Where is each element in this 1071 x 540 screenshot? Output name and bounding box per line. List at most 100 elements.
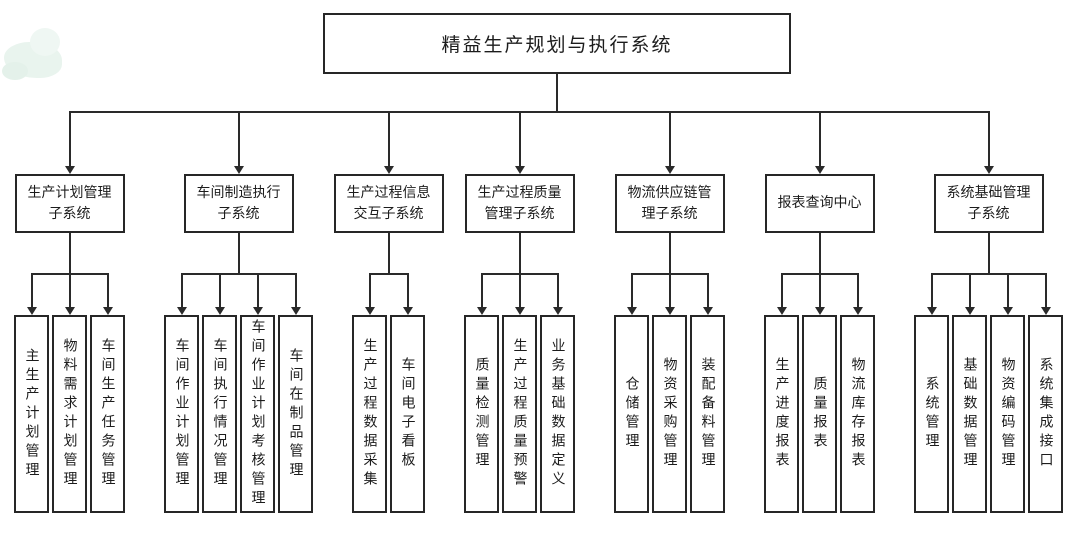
connector-line	[856, 273, 859, 308]
module-node: 车间执行情况管理	[202, 315, 237, 513]
module-node-label: 业务基础数据定义	[549, 338, 566, 490]
arrowhead-icon	[514, 166, 525, 174]
connector-line	[630, 273, 633, 308]
connector-line	[518, 111, 521, 166]
module-node-label: 生产过程质量预警	[511, 338, 528, 490]
connector-line	[556, 74, 558, 113]
subsystem-node: 生产过程质量 管理子系统	[464, 174, 575, 233]
connector-line	[930, 273, 933, 308]
module-row: 质量检测管理 生产过程质量预警 业务基础数据定义	[464, 315, 575, 513]
module-node-label: 基础数据管理	[961, 357, 978, 471]
arrowhead-icon	[702, 307, 713, 315]
module-row: 仓储管理物资采购管理 装配备料管理	[614, 315, 725, 513]
connector-line	[406, 273, 409, 308]
module-node: 质量检测管理	[464, 315, 499, 513]
connector-line	[368, 273, 371, 308]
connector-line	[369, 273, 408, 275]
module-node: 生产过程数据采集	[352, 315, 387, 513]
module-node: 车间作业计划考核管理	[240, 315, 275, 513]
arrowhead-icon	[64, 307, 75, 315]
module-node: 基础数据管理	[952, 315, 987, 513]
module-node-label: 生产过程数据采集	[361, 338, 378, 490]
module-node-label: 装配备料管理	[699, 357, 716, 471]
module-node-label: 车间生产任务管理	[99, 338, 116, 490]
connector-line	[480, 273, 483, 308]
module-node: 生产进度报表	[764, 315, 799, 513]
subsystem-column: 物流供应链管 理子系统仓储管理物资采购管理装配备料管理	[614, 174, 725, 513]
connector-line	[181, 273, 296, 275]
module-node-label: 车间在制品管理	[287, 347, 304, 481]
connector-line	[180, 273, 183, 308]
module-node-label: 车间作业计划考核管理	[249, 319, 266, 509]
arrowhead-icon	[626, 307, 637, 315]
arrowhead-icon	[214, 307, 225, 315]
connector-line	[518, 233, 521, 275]
subsystem-column: 生产计划管理 子系统主生产计划管理物料需求计划管理车间生产任务管理	[14, 174, 125, 513]
module-node: 车间作业计划管理	[164, 315, 199, 513]
subsystem-node: 系统基础管理 子系统	[933, 174, 1044, 233]
connector-line	[668, 233, 671, 275]
connector-line	[818, 233, 821, 275]
subsystem-column: 系统基础管理 子系统系统管理 基础数据管理 物资编码管理系统集成接口	[914, 174, 1063, 513]
connector-line	[68, 111, 71, 166]
connector-line	[294, 273, 297, 308]
module-node-label: 质量报表	[811, 376, 828, 452]
arrowhead-icon	[402, 307, 413, 315]
connector-line	[30, 273, 33, 308]
arrowhead-icon	[664, 166, 675, 174]
connector-line	[706, 273, 709, 308]
connector-line	[668, 111, 671, 166]
connector-line	[518, 273, 521, 308]
module-node-label: 物资采购管理	[661, 357, 678, 471]
module-node-label: 质量检测管理	[473, 357, 490, 471]
arrowhead-icon	[814, 307, 825, 315]
module-node: 物流库存报表	[840, 315, 875, 513]
connector-line	[68, 111, 990, 113]
arrowhead-icon	[552, 307, 563, 315]
module-node: 系统集成接口	[1028, 315, 1063, 513]
connector-line	[818, 111, 821, 166]
branch-connectors	[352, 233, 425, 315]
subsystem-node: 报表查询中心	[764, 174, 875, 233]
module-node: 业务基础数据定义	[540, 315, 575, 513]
arrowhead-icon	[233, 166, 244, 174]
connector-line	[68, 233, 71, 275]
arrowhead-icon	[776, 307, 787, 315]
arrowhead-icon	[476, 307, 487, 315]
arrowhead-icon	[252, 307, 263, 315]
connector-line	[556, 273, 559, 308]
module-node: 装配备料管理	[690, 315, 725, 513]
module-node-label: 物资编码管理	[999, 357, 1016, 471]
module-node-label: 车间作业计划管理	[173, 338, 190, 490]
module-node: 主生产计划管理	[14, 315, 49, 513]
connector-line	[968, 273, 971, 308]
connector-line	[237, 111, 240, 166]
arrowhead-icon	[1040, 307, 1051, 315]
arrowhead-icon	[364, 307, 375, 315]
branch-connectors	[164, 233, 313, 315]
module-node-label: 系统管理	[923, 376, 940, 452]
module-row: 生产进度报表质量报表物流库存报表	[764, 315, 875, 513]
module-node: 系统管理	[914, 315, 949, 513]
arrowhead-icon	[1002, 307, 1013, 315]
branch-connectors	[614, 233, 725, 315]
module-node: 生产过程质量预警	[502, 315, 537, 513]
subsystem-node: 生产过程信息 交互子系统	[333, 174, 444, 233]
subsystem-column: 车间制造执行 子系统车间作业计划管理车间执行情况管理车间作业计划考核管理车间在制…	[164, 174, 313, 513]
root-node-label: 精益生产规划与执行系统	[441, 34, 673, 56]
connector-line	[931, 273, 1046, 275]
module-node-label: 主生产计划管理	[23, 347, 40, 481]
connector-line	[256, 273, 259, 308]
arrowhead-icon	[852, 307, 863, 315]
module-node: 物资采购管理	[652, 315, 687, 513]
subsystem-column: 报表查询中心生产进度报表质量报表物流库存报表	[764, 174, 875, 513]
module-node: 仓储管理	[614, 315, 649, 513]
connector-line	[218, 273, 221, 308]
branch-connectors	[464, 233, 575, 315]
connector-line	[987, 111, 990, 166]
module-node: 车间在制品管理	[278, 315, 313, 513]
arrowhead-icon	[964, 307, 975, 315]
module-node: 物料需求计划管理	[52, 315, 87, 513]
connector-line	[780, 273, 783, 308]
connector-line	[68, 273, 71, 308]
